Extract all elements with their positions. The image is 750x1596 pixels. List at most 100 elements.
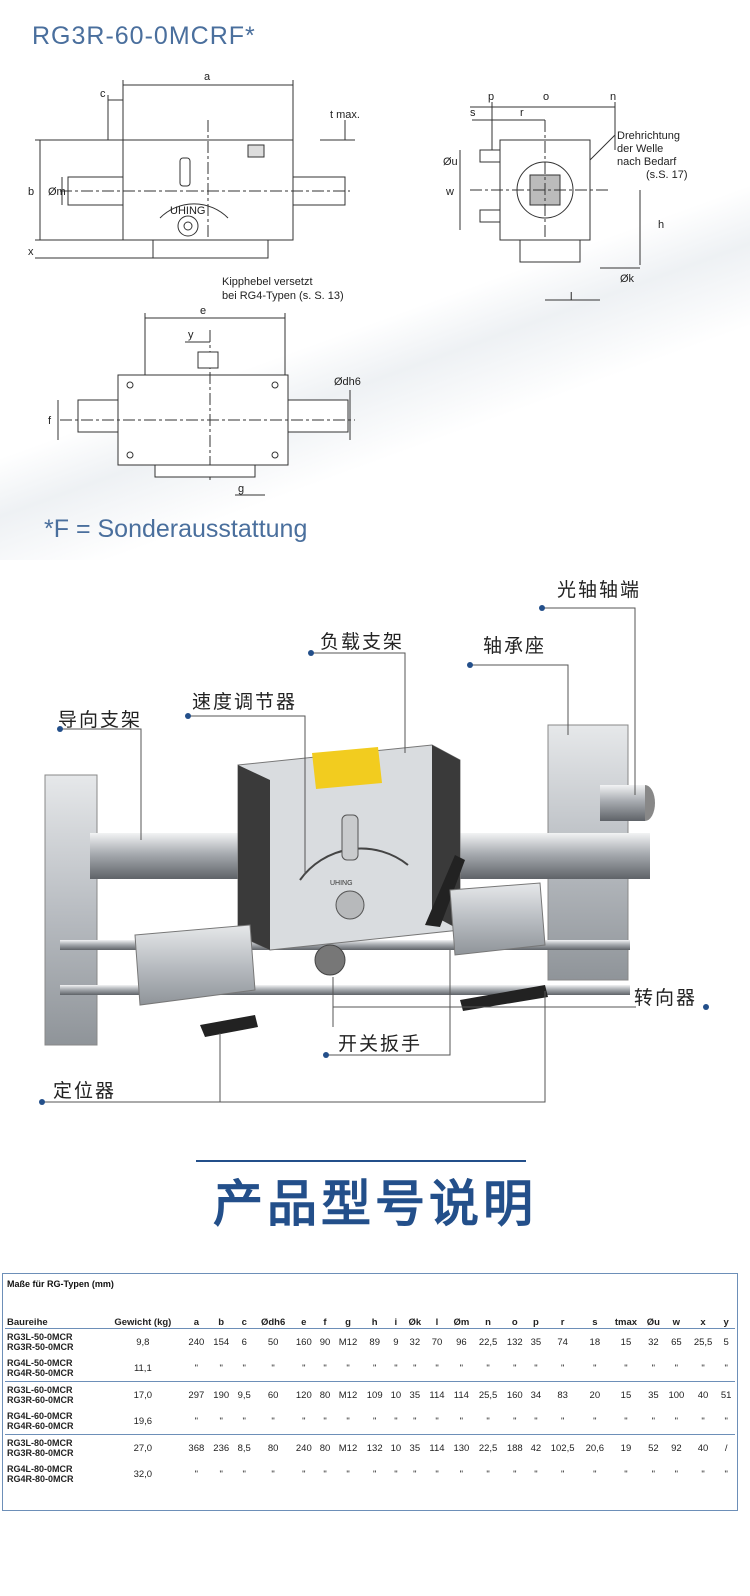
table-cell: M12 — [338, 1336, 358, 1348]
table-cell: " — [413, 1468, 417, 1480]
table-cell: " — [194, 1468, 199, 1480]
table-cell: " — [688, 1355, 718, 1382]
table-cell: " — [435, 1468, 439, 1480]
model-name: RG3L-60-0MCR — [7, 1385, 73, 1395]
dim-p: p — [488, 91, 494, 103]
table-cell: " — [333, 1408, 363, 1435]
table-cell: 92 — [671, 1442, 682, 1454]
table-cell: " — [183, 1355, 209, 1382]
table-cell: 27,0 — [133, 1442, 153, 1454]
table-cell: " — [404, 1408, 426, 1435]
table-cell: / — [724, 1442, 728, 1454]
dim-f: f — [48, 415, 52, 427]
reverser-lever-handle — [425, 855, 465, 927]
table-cell: " — [717, 1408, 735, 1435]
table-cell: 60 — [267, 1389, 279, 1401]
table-cell: 19,6 — [101, 1408, 184, 1435]
table-cell: " — [473, 1408, 503, 1435]
column-header: x — [688, 1302, 718, 1329]
table-cell: 25,5 — [478, 1389, 498, 1401]
table-cell: 65 — [671, 1336, 682, 1348]
column-header: n — [473, 1302, 503, 1329]
table-cell: " — [544, 1355, 581, 1382]
dim-o: o — [543, 91, 549, 103]
column-header: a — [183, 1302, 209, 1329]
table-cell: " — [208, 1408, 234, 1435]
column-header: r — [544, 1302, 581, 1329]
note-kipphebel-1: Kipphebel versetzt — [222, 276, 313, 288]
table-cell: " — [233, 1355, 255, 1382]
callout-guide-bracket: 导向支架 — [58, 710, 143, 731]
column-header: Baureihe — [5, 1302, 102, 1329]
table-cell: " — [580, 1408, 610, 1435]
table-cell: " — [624, 1468, 628, 1480]
product-illustration: UHING — [39, 605, 709, 1105]
table-cell: " — [323, 1468, 327, 1480]
dim-u: Øu — [443, 156, 458, 168]
column-header: p — [527, 1302, 545, 1329]
table-cell: 10 — [390, 1389, 402, 1401]
callout-bearing-seat: 轴承座 — [483, 636, 547, 657]
column-header: w — [663, 1302, 689, 1329]
table-cell: 9 — [393, 1336, 399, 1348]
table-cell: " — [459, 1468, 464, 1480]
dim-w: w — [445, 186, 454, 198]
table-cell: " — [527, 1355, 545, 1382]
note-drehrichtung-3: nach Bedarf — [617, 156, 677, 168]
table-cell: 89 — [369, 1336, 380, 1348]
table-cell: 240 — [295, 1442, 312, 1454]
table-cell: 5 — [723, 1336, 729, 1348]
table-cell: 109 — [366, 1389, 383, 1401]
heading-title: 产品型号说明 — [213, 1176, 537, 1232]
table-cell: " — [233, 1408, 255, 1435]
table-cell: " — [291, 1408, 317, 1435]
table-cell: 120 — [295, 1389, 312, 1401]
table-cell: 32 — [648, 1336, 659, 1348]
table-cell: " — [473, 1355, 503, 1382]
column-header: f — [316, 1302, 334, 1329]
table-cell: 32,0 — [133, 1468, 153, 1480]
table-cell: 35 — [409, 1442, 421, 1454]
table-cell: 35 — [409, 1389, 421, 1401]
column-header: Øm — [448, 1302, 474, 1329]
positioner-handle — [200, 1015, 258, 1037]
table-cell: " — [316, 1408, 334, 1435]
table-cell: " — [316, 1355, 334, 1382]
table-cell: " — [404, 1355, 426, 1382]
callout-load-bracket: 负载支架 — [320, 632, 405, 653]
table-cell: 114 — [429, 1389, 445, 1401]
note-drehrichtung-4: (s.S. 17) — [646, 169, 688, 181]
table-cell: 17,0 — [133, 1389, 153, 1401]
table-cell: 190 — [213, 1389, 230, 1401]
table-cell: " — [513, 1468, 517, 1480]
table-cell: " — [242, 1468, 246, 1480]
table-cell: " — [425, 1408, 449, 1435]
table-cell: " — [208, 1355, 234, 1382]
column-header: i — [387, 1302, 405, 1329]
dim-m: Øm — [48, 186, 66, 198]
table-cell: " — [593, 1468, 597, 1480]
table-cell: 80 — [319, 1442, 331, 1454]
table-cell: " — [674, 1468, 679, 1480]
dim-h: h — [658, 219, 664, 231]
dim-e: e — [200, 305, 206, 317]
table-cell: " — [717, 1355, 735, 1382]
table-cell: 90 — [319, 1336, 331, 1348]
table-cell: " — [448, 1408, 474, 1435]
table-cell: 25,5 — [693, 1336, 713, 1348]
column-header: Øu — [642, 1302, 664, 1329]
table-cell: " — [183, 1408, 209, 1435]
table-cell: 100 — [668, 1389, 685, 1401]
table-cell: 40 — [697, 1442, 709, 1454]
guide-bracket-plate — [44, 774, 98, 1046]
table-cell: " — [362, 1355, 388, 1382]
table-cell: " — [254, 1408, 292, 1435]
column-header: y — [717, 1302, 735, 1329]
table-cell: 40 — [697, 1389, 709, 1401]
